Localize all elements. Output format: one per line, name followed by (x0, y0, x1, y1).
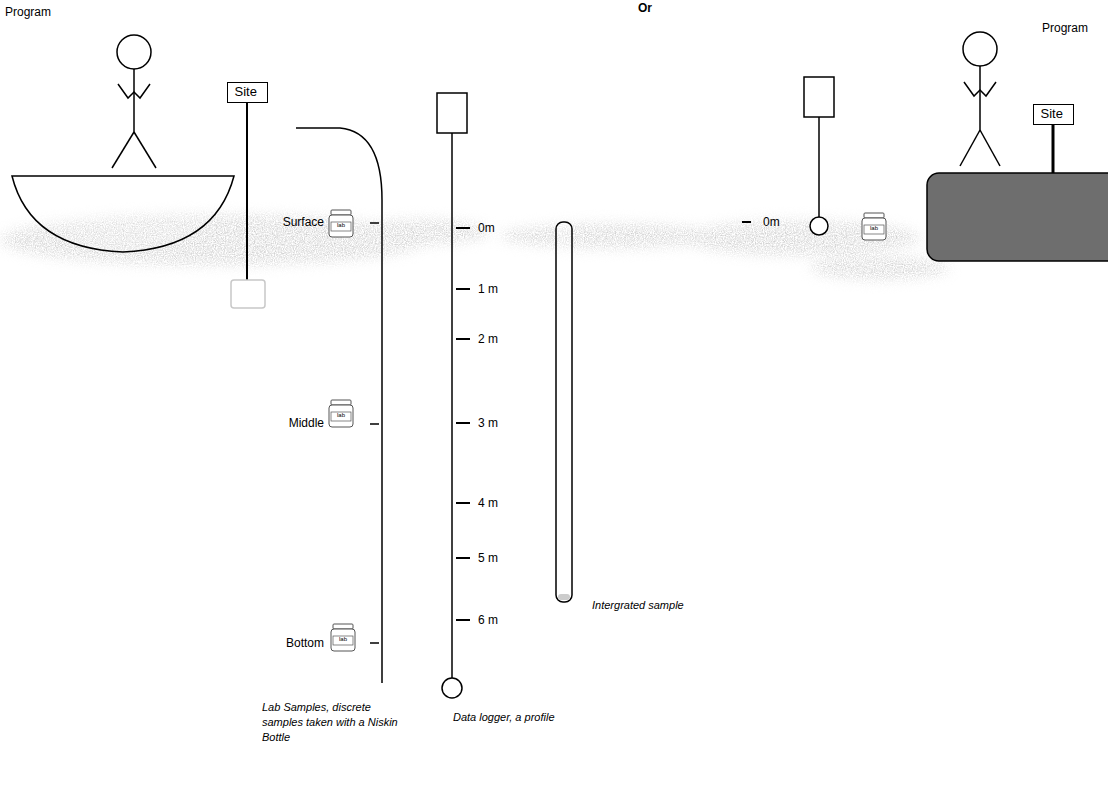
site-pole (1052, 125, 1055, 173)
text-label: 3 m (478, 415, 498, 431)
text-label: Surface (232, 214, 324, 230)
text-label: Bottom (232, 635, 324, 651)
jar-label: lab (864, 224, 884, 232)
sensor-block (231, 280, 265, 308)
surface-logger (804, 77, 834, 235)
depth-tick (742, 221, 751, 223)
text-label: 0m (478, 220, 495, 236)
jar-label: lab (331, 411, 351, 419)
jar-label: lab (331, 221, 351, 229)
site-label: Site (228, 83, 267, 101)
site-sign: Site (1033, 104, 1074, 125)
stick-figure (960, 32, 1000, 166)
caption-note: Intergrated sample (592, 597, 684, 613)
integrated-tube (556, 222, 572, 602)
depth-ticks (370, 223, 379, 643)
site-pole (246, 103, 248, 280)
jar-label: lab (333, 635, 353, 643)
stick-figure (112, 35, 156, 168)
text-label: Program (5, 4, 51, 20)
text-label: 1 m (478, 281, 498, 297)
text-label: Middle (232, 415, 324, 431)
sample-jars (329, 210, 886, 651)
data-logger (437, 93, 467, 698)
text-label: 6 m (478, 612, 498, 628)
profile-ticks (456, 228, 470, 620)
niskin-cable (296, 128, 382, 683)
text-label: Program (1042, 20, 1088, 36)
caption-note: Lab Samples, discrete samples taken with… (262, 700, 414, 745)
text-label: Or (638, 0, 652, 16)
text-label: 5 m (478, 550, 498, 566)
boat-hull (12, 176, 234, 252)
tube-end (558, 594, 570, 600)
text-label: 2 m (478, 331, 498, 347)
text-label: 4 m (478, 495, 498, 511)
text-label: 0m (763, 214, 780, 230)
caption-note: Data logger, a profile (453, 709, 555, 725)
site-sign: Site (227, 82, 268, 103)
dock (927, 173, 1108, 261)
site-label: Site (1034, 105, 1073, 123)
